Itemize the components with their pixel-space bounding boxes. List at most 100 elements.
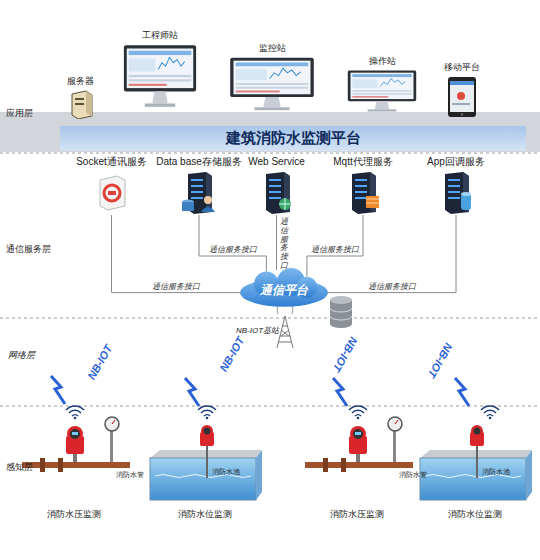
server-icon: 服务器	[67, 76, 94, 119]
icon-picture	[270, 68, 301, 78]
icon-picture	[461, 194, 471, 210]
text-label: 消防水池	[482, 468, 510, 476]
icon-picture	[461, 192, 471, 196]
icon-picture	[72, 91, 92, 119]
icon-picture	[448, 185, 460, 187]
water-tank	[420, 425, 532, 500]
platform-title: 建筑消防水监测平台	[226, 129, 361, 148]
icon-picture	[266, 172, 290, 214]
icon-picture	[355, 191, 367, 193]
icon-picture	[380, 78, 405, 86]
icon-picture	[236, 69, 267, 80]
operator-station: 操作站	[346, 56, 418, 113]
icon-picture	[191, 179, 203, 181]
layer-divider	[0, 153, 540, 406]
icon-picture	[104, 185, 120, 201]
icon-picture	[461, 113, 464, 116]
icon-picture	[129, 75, 192, 77]
wifi-symbol	[481, 406, 499, 419]
edge-label: 通信服务接口	[367, 282, 417, 292]
engineer-station: 工程师站	[122, 30, 198, 109]
interface-line	[307, 215, 363, 277]
icon-picture	[448, 191, 460, 193]
icon-picture	[236, 87, 309, 89]
icon-picture	[95, 170, 129, 214]
icon-picture	[206, 172, 212, 212]
nb-iot-tower	[277, 306, 293, 314]
icon-picture	[234, 60, 311, 94]
icon-picture	[269, 191, 281, 193]
pressure-sensor	[22, 417, 130, 472]
icon-picture	[86, 91, 92, 116]
icon-picture	[68, 89, 94, 119]
icon-picture	[129, 50, 192, 54]
icon-picture	[236, 83, 309, 85]
icon-picture	[124, 45, 196, 91]
network-label: NB-IOT	[85, 343, 115, 382]
pressure-sensor	[305, 417, 413, 472]
icon-picture	[352, 79, 377, 88]
edge-label: 通信服务接口	[208, 245, 258, 255]
layer-divider	[0, 406, 540, 407]
nb-iot-tower	[277, 306, 293, 348]
icon-picture	[279, 198, 291, 210]
icon-picture	[352, 90, 411, 91]
text-label: 消防水管	[399, 471, 427, 479]
wireless-bolt	[51, 376, 65, 404]
text-label: 消防水压监测	[47, 509, 101, 519]
icon-picture	[191, 185, 203, 187]
wireless-bolt	[455, 378, 469, 406]
icon-picture	[182, 170, 216, 214]
node-label: 通信平台	[260, 282, 308, 299]
service-server: App回调服务	[427, 156, 485, 214]
text-label: 消防水位监测	[448, 509, 502, 519]
edge-label: 通信服务接口	[151, 282, 201, 292]
text-label: 消防水池	[212, 468, 240, 476]
icon-picture	[145, 103, 175, 106]
icon-picture	[366, 199, 379, 203]
service-server: Data base存储服务	[156, 156, 242, 214]
icon-picture	[355, 185, 367, 187]
node-label: 工程师站	[142, 30, 178, 41]
icon-picture	[129, 58, 156, 71]
icon-picture	[279, 198, 291, 210]
platform-band: 建筑消防水监测平台	[60, 126, 526, 151]
text-label: 应用层	[6, 108, 33, 118]
edge-label: 通信服务接口	[310, 245, 360, 255]
icon-picture	[346, 69, 418, 113]
text-label: 感知层	[6, 462, 33, 472]
icon-picture	[457, 92, 465, 100]
service-server: Web Service	[248, 156, 305, 214]
icon-picture	[228, 56, 316, 112]
node-label: Mqtt代理服务	[333, 156, 392, 168]
icon-picture	[439, 170, 473, 214]
text-label: NB-IOT基站	[236, 326, 279, 335]
icon-picture	[122, 43, 198, 109]
icon-picture	[260, 170, 294, 214]
network-label: NB-IOT	[330, 335, 360, 374]
icon-picture	[122, 43, 198, 109]
database-cylinder	[330, 296, 352, 328]
node-label: 服务器	[67, 76, 94, 87]
icon-picture	[448, 77, 476, 117]
icon-picture	[100, 176, 125, 210]
monitor-station: 监控站	[228, 43, 316, 112]
node-label: 监控站	[259, 43, 286, 54]
icon-picture	[236, 62, 309, 66]
icon-picture	[75, 103, 84, 105]
icon-picture	[352, 96, 388, 97]
interface-line	[276, 215, 277, 270]
node-label: App回调服务	[427, 156, 485, 168]
layer-divider	[0, 153, 540, 154]
node-label: 操作站	[369, 56, 396, 67]
icon-picture	[452, 103, 470, 105]
nb-iot-tower	[277, 316, 293, 348]
icon-picture	[450, 81, 474, 85]
wireless-bolt	[333, 378, 347, 406]
icon-picture	[254, 107, 289, 110]
text-label: 通信服务层	[6, 244, 51, 254]
icon-picture	[68, 89, 94, 119]
icon-picture	[182, 202, 194, 211]
icon-picture	[351, 72, 414, 98]
